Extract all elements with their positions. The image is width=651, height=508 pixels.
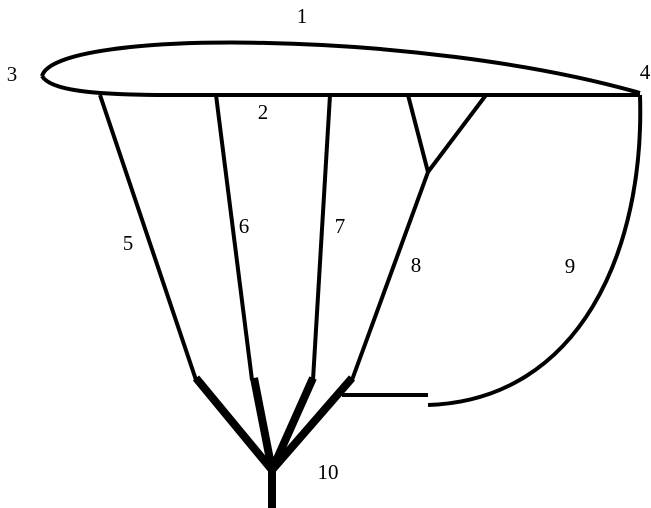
edge-5 [98, 94, 198, 381]
label-8: 8 [411, 253, 422, 277]
bundle-branch-5 [192, 375, 276, 473]
edge-8-left-branch [406, 94, 430, 173]
label-5: 5 [123, 231, 134, 255]
label-7: 7 [335, 214, 346, 238]
edge-9-curve [427, 94, 643, 407]
edge-8-stem [350, 171, 430, 381]
label-2: 2 [258, 100, 269, 124]
edge-6 [214, 94, 254, 381]
edge-2-baseline [40, 74, 640, 97]
edge-8-right-branch [426, 93, 488, 174]
label-4: 4 [640, 60, 651, 84]
bundle-branch-7 [268, 376, 317, 472]
label-1: 1 [297, 4, 308, 28]
edge-1-upper-arc [40, 40, 641, 95]
label-9: 9 [565, 254, 576, 278]
bundle-branch-8 [268, 375, 356, 473]
label-10: 10 [318, 460, 339, 484]
label-3: 3 [7, 62, 18, 86]
label-6: 6 [239, 214, 250, 238]
edge-7 [311, 94, 332, 381]
bundle-branch-6 [250, 377, 276, 471]
